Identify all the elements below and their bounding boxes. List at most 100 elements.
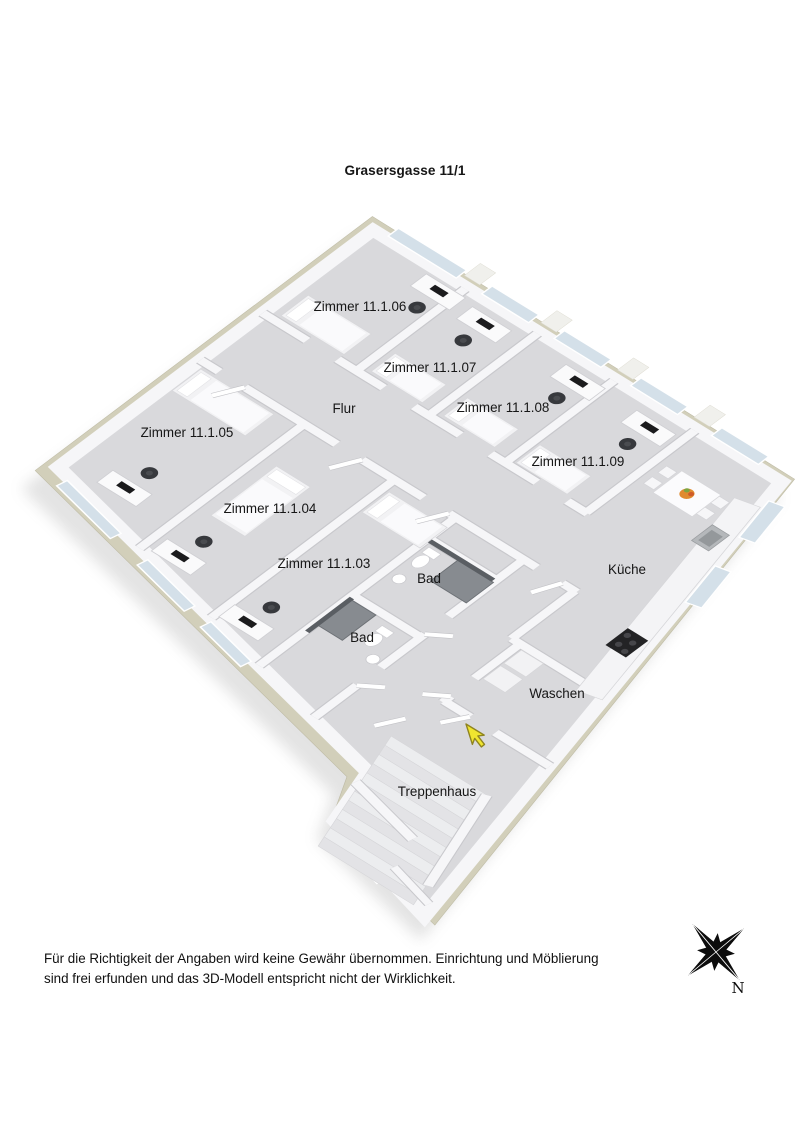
monitor [639, 421, 660, 434]
interior-wall [259, 310, 311, 343]
window [629, 377, 690, 416]
blanket [462, 409, 514, 445]
window [480, 285, 541, 324]
disclaimer-line-2: sind frei erfunden und das 3D-Modell ent… [44, 970, 456, 986]
interior-wall [440, 698, 474, 720]
pillow [176, 372, 212, 398]
office-chair-seat [267, 605, 275, 610]
room-label-flur: Flur [332, 401, 356, 416]
room-labels: Zimmer 11.1.06 Zimmer 11.1.07 Zimmer 11.… [141, 299, 646, 799]
monitor [475, 317, 495, 331]
interior-wall [410, 403, 464, 438]
interior-wall [241, 384, 340, 447]
stove [605, 628, 649, 658]
stove-burner [614, 641, 623, 647]
stove-burner [623, 632, 632, 639]
sink-rim [391, 573, 407, 585]
door-leaf [439, 714, 471, 725]
pillow [375, 356, 407, 378]
office-chair-seat [413, 305, 421, 310]
pillow [285, 298, 320, 323]
stove-burner [628, 640, 637, 646]
monitor [116, 481, 136, 494]
room-label-waschen: Waschen [529, 686, 584, 701]
interior-wall [197, 357, 223, 375]
kitchen-sink-basin [698, 529, 723, 547]
office-chair-seat [200, 539, 208, 545]
pillow [366, 494, 401, 519]
window [737, 500, 787, 545]
window [135, 558, 197, 613]
room-label-bad-lower: Bad [350, 630, 374, 645]
door-leaf [415, 511, 450, 524]
room-label-zimmer-11-1-03: Zimmer 11.1.03 [278, 556, 371, 571]
interior-wall [349, 592, 425, 640]
window [552, 329, 613, 369]
interior-wall [334, 356, 387, 391]
interior-wall [207, 477, 399, 620]
interior-wall [310, 683, 361, 720]
interior-wall [425, 331, 541, 418]
bathroom-tile-wall [426, 538, 496, 582]
monitor [569, 375, 589, 388]
room-label-zimmer-11-1-08: Zimmer 11.1.08 [457, 400, 550, 415]
window [199, 620, 253, 668]
office-chair-seat [459, 338, 467, 343]
pillow [520, 447, 551, 470]
facade-pillar [693, 404, 726, 427]
interior-wall [492, 729, 554, 769]
interior-wall [487, 451, 541, 485]
blanket [389, 364, 442, 400]
window [55, 479, 123, 540]
stove-burner [621, 648, 629, 654]
window [386, 227, 468, 279]
room-label-zimmer-11-1-04: Zimmer 11.1.04 [224, 501, 317, 516]
compass-north-label: N [731, 979, 744, 997]
blanket [299, 306, 367, 352]
door-leaf [530, 581, 564, 595]
entrance-arrow-icon [465, 723, 486, 748]
room-label-bad-upper: Bad [417, 571, 441, 586]
blanket [190, 380, 270, 433]
stair-balustrade [390, 865, 433, 906]
office-chair-seat [145, 470, 153, 476]
window [710, 426, 770, 466]
dining-chair [642, 476, 664, 491]
fruit [688, 492, 695, 497]
facade-pillar [463, 263, 497, 286]
room-label-zimmer-11-1-07: Zimmer 11.1.07 [384, 360, 477, 375]
stair-balustrade [351, 779, 418, 842]
fruit [683, 488, 690, 493]
compass-rose-icon: N [688, 924, 745, 997]
blanket [215, 479, 293, 533]
facade-pillar [617, 357, 650, 380]
washing-machine [503, 649, 545, 678]
monitor [170, 549, 190, 563]
interior-wall [377, 631, 429, 670]
sink-rim [365, 654, 381, 665]
interior-wall [558, 580, 580, 595]
interior-wall [564, 498, 592, 517]
window [684, 565, 733, 609]
door-leaf [422, 692, 452, 699]
door-leaf [356, 683, 386, 690]
pillow [448, 400, 479, 423]
plan-geometry [34, 216, 796, 928]
room-label-kueche: Küche [608, 562, 646, 577]
door-leaf [373, 716, 407, 728]
blanket [380, 503, 443, 545]
bathroom-tile-wall [305, 596, 355, 634]
disclaimer-text: Für die Richtigkeit der Angaben wird kei… [44, 949, 599, 988]
page-title: Grasersgasse 11/1 [344, 163, 466, 178]
stair-tread [317, 836, 420, 906]
room-label-zimmer-11-1-09: Zimmer 11.1.09 [532, 454, 625, 469]
facade-pillar [540, 310, 573, 333]
pillow [266, 469, 306, 495]
washing-machine [482, 665, 524, 693]
door-leaf [328, 457, 364, 470]
blanket [534, 456, 587, 491]
door-leaf [211, 385, 246, 398]
sink [365, 654, 380, 664]
